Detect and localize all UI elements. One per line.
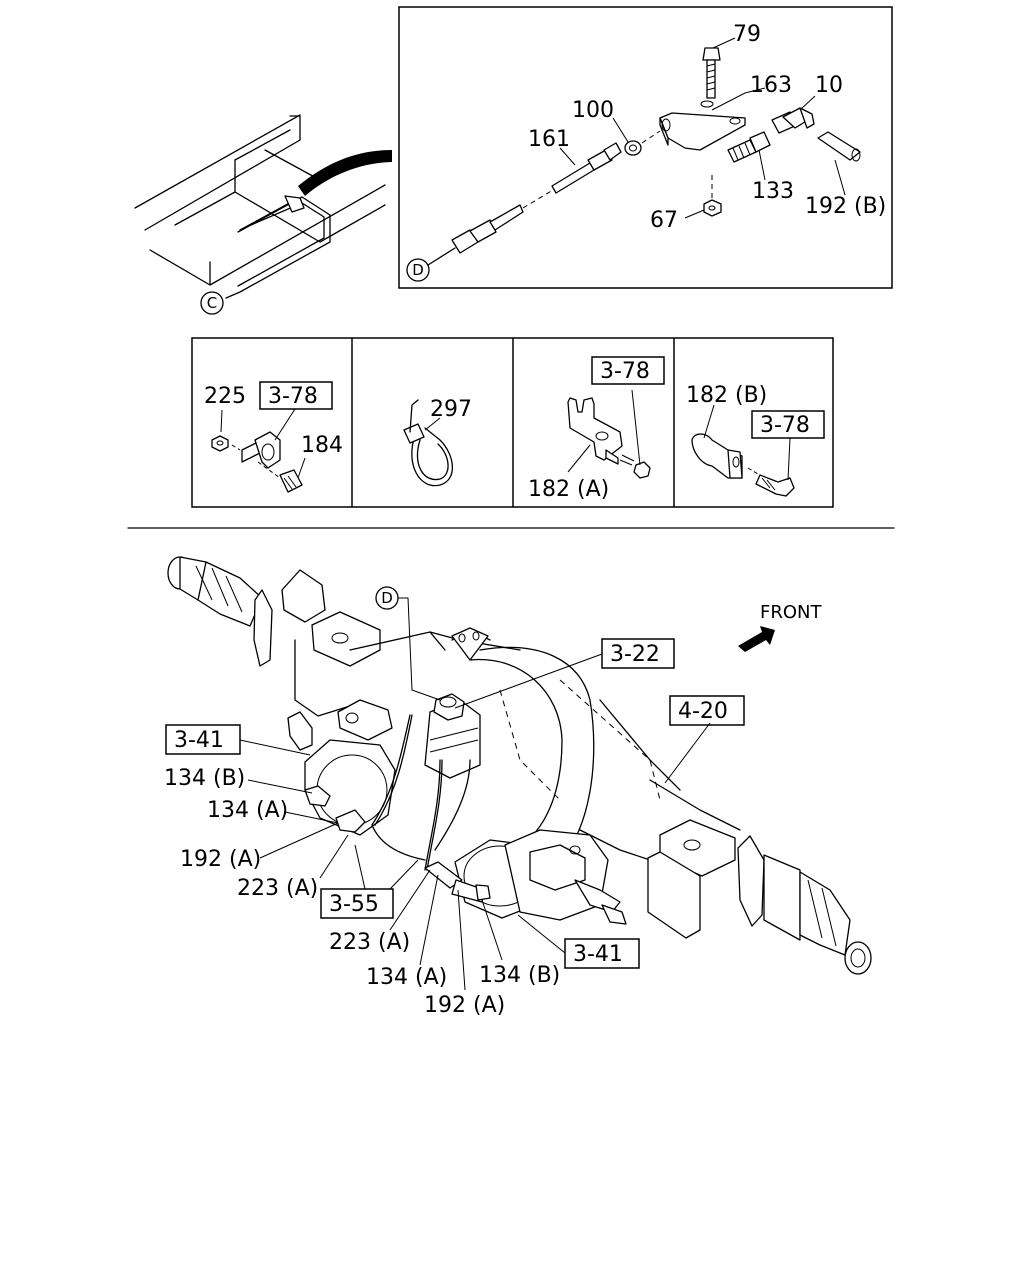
callout-192a-left: 192 (A) bbox=[180, 847, 261, 872]
brake-hoses bbox=[371, 714, 491, 903]
ref-3-78-a: 3-78 bbox=[268, 384, 318, 409]
front-label: FRONT bbox=[760, 602, 822, 623]
callout-134b-bottom: 134 (B) bbox=[479, 963, 560, 988]
ref-box-3-55 bbox=[320, 888, 394, 919]
rear-axle-housing bbox=[167, 556, 872, 975]
callout-67: 67 bbox=[650, 208, 678, 233]
ref-3-41-right: 3-41 bbox=[573, 942, 623, 967]
ref-3-41-left: 3-41 bbox=[174, 728, 224, 753]
callout-10: 10 bbox=[815, 73, 843, 98]
clip-assembly-184 bbox=[211, 408, 306, 493]
ref-box-4-20 bbox=[669, 695, 745, 726]
callout-182b: 182 (B) bbox=[686, 383, 767, 408]
frame-sketch bbox=[134, 114, 392, 299]
callout-79: 79 bbox=[733, 22, 761, 47]
ref-4-20: 4-20 bbox=[678, 699, 728, 724]
ref-3-78-b: 3-78 bbox=[600, 359, 650, 384]
callout-225: 225 bbox=[204, 384, 246, 409]
circle-marker-d-top: D bbox=[406, 258, 430, 282]
bracket-182a bbox=[567, 389, 651, 479]
callout-134a-bottom: 134 (A) bbox=[366, 965, 447, 990]
main-leaders bbox=[239, 653, 711, 991]
callout-192b-top: 192 (B) bbox=[805, 194, 886, 219]
svg-text:D: D bbox=[412, 261, 424, 279]
brake-chamber-right bbox=[454, 829, 627, 925]
callout-297: 297 bbox=[430, 397, 472, 422]
bracket-182b bbox=[691, 404, 795, 497]
callout-163: 163 bbox=[750, 73, 792, 98]
ref-box-3-41-left bbox=[165, 724, 241, 755]
detail-box-top bbox=[398, 6, 893, 289]
ref-box-3-41-right bbox=[564, 938, 640, 969]
pipe-assembly-161 bbox=[427, 130, 661, 266]
bolt-79 bbox=[702, 47, 721, 99]
circle-marker-c: C bbox=[200, 291, 224, 315]
ref-3-55: 3-55 bbox=[329, 892, 379, 917]
ref-box-3-78-b bbox=[591, 356, 665, 385]
cable-tie-297 bbox=[403, 399, 453, 487]
hose-192b bbox=[817, 131, 861, 162]
callout-182a: 182 (A) bbox=[528, 477, 609, 502]
nut-67 bbox=[703, 175, 722, 217]
parts-strip-dividers bbox=[351, 338, 675, 507]
callout-192a-bottom: 192 (A) bbox=[424, 993, 505, 1018]
callout-134a-left: 134 (A) bbox=[207, 798, 288, 823]
elbow-fitting-10 bbox=[771, 107, 815, 134]
ref-box-3-78-a bbox=[259, 381, 333, 410]
callout-223a-left: 223 (A) bbox=[237, 876, 318, 901]
svg-text:C: C bbox=[207, 294, 217, 312]
callout-134b-left: 134 (B) bbox=[164, 766, 245, 791]
ref-box-3-78-c bbox=[751, 410, 825, 439]
callout-223a-bottom: 223 (A) bbox=[329, 930, 410, 955]
top-leaders bbox=[559, 37, 846, 219]
bracket-163 bbox=[659, 100, 746, 151]
fitting-133 bbox=[727, 131, 771, 163]
callout-133: 133 bbox=[752, 179, 794, 204]
front-arrow: FRONT bbox=[738, 602, 822, 652]
ref-box-3-22 bbox=[601, 638, 675, 669]
callout-100: 100 bbox=[572, 98, 614, 123]
circle-marker-d-main: D bbox=[375, 586, 441, 701]
brake-valve-center bbox=[424, 693, 481, 779]
brake-chamber-left bbox=[287, 699, 396, 836]
ref-3-22: 3-22 bbox=[610, 642, 660, 667]
callout-184: 184 bbox=[301, 433, 343, 458]
svg-text:D: D bbox=[381, 589, 393, 607]
ref-3-78-c: 3-78 bbox=[760, 413, 810, 438]
callout-161: 161 bbox=[528, 127, 570, 152]
